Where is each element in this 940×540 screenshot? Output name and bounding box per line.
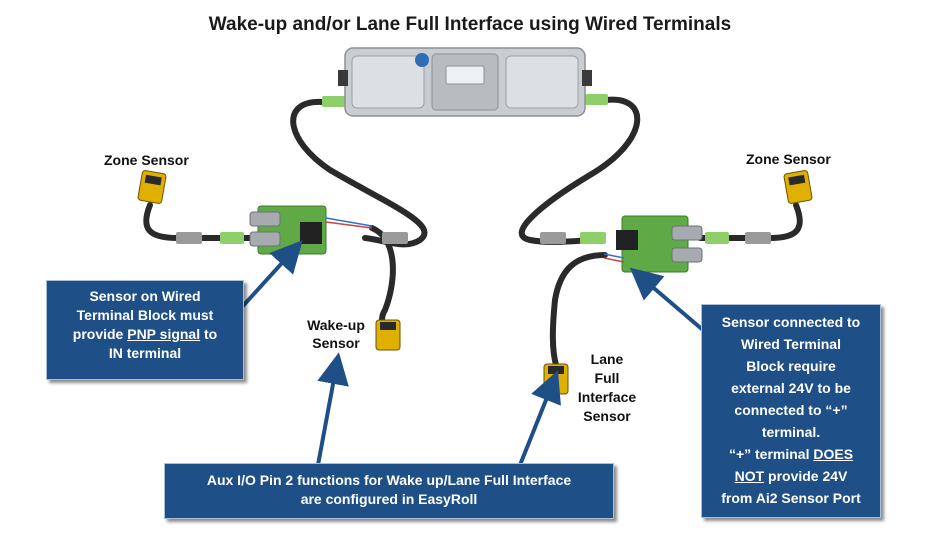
callout-line: Sensor on Wired bbox=[89, 288, 201, 304]
callout-line: Block require bbox=[746, 358, 836, 374]
callout-underlined-text: DOES bbox=[813, 446, 854, 462]
controller-port-right bbox=[582, 70, 592, 86]
connector-sleeve bbox=[580, 232, 606, 244]
controller-port-left bbox=[338, 70, 348, 86]
page-title: Wake-up and/or Lane Full Interface using… bbox=[208, 14, 732, 35]
right-terminal-block bbox=[603, 215, 703, 273]
sensor-lens bbox=[380, 322, 396, 330]
lane-full-sensor-label-line: Interface bbox=[577, 389, 637, 405]
terminal-connector bbox=[249, 211, 281, 227]
sensor-body bbox=[137, 170, 167, 204]
controller-display bbox=[445, 65, 485, 85]
controller-left-module bbox=[351, 55, 425, 109]
callout-underlined-text: PNP signal bbox=[127, 326, 201, 342]
lane-full-sensor-device bbox=[543, 363, 569, 395]
callout-line: IN terminal bbox=[108, 345, 182, 361]
callout-text: provide bbox=[72, 326, 128, 342]
callout-text: to bbox=[200, 326, 218, 342]
right-main-cable bbox=[518, 96, 641, 245]
callout-line: Terminal Block must bbox=[76, 307, 214, 323]
connector-sleeve bbox=[705, 232, 729, 244]
lane-full-sensor-label: Lane Full Interface Sensor bbox=[566, 350, 648, 426]
connector-sleeve bbox=[322, 96, 348, 107]
connector-sleeve bbox=[582, 94, 608, 105]
arrow-to-lane-full-sensor bbox=[518, 370, 561, 466]
left-main-cable bbox=[290, 98, 428, 248]
sensor-lens bbox=[788, 174, 806, 186]
controller bbox=[338, 47, 592, 117]
callout-line: external 24V to be bbox=[731, 380, 851, 396]
zone-sensor-left-label: Zone Sensor bbox=[104, 152, 189, 168]
lane-full-sensor-label-line: Sensor bbox=[583, 408, 631, 424]
connector-sleeves bbox=[176, 94, 771, 244]
wakeup-sensor-label-line: Wake-up bbox=[307, 317, 365, 333]
sensor-lens bbox=[548, 366, 564, 374]
callout-underlined-text: NOT bbox=[734, 468, 765, 484]
bottom-callout: Aux I/O Pin 2 functions for Wake up/Lane… bbox=[164, 463, 614, 519]
signal-wire bbox=[325, 217, 373, 227]
connector-sleeve bbox=[220, 232, 244, 244]
left-terminal-block bbox=[249, 205, 373, 255]
arrow-to-right-terminal bbox=[629, 267, 712, 338]
wakeup-sensor-label-line: Sensor bbox=[312, 335, 360, 351]
connector-sleeve bbox=[176, 232, 202, 244]
zone-sensor-right-device bbox=[783, 170, 813, 204]
terminal-screw-block bbox=[300, 222, 322, 244]
wakeup-sensor-device bbox=[375, 319, 401, 351]
callout-line: Sensor connected to bbox=[721, 314, 861, 330]
lane-full-sensor-label-line: Lane bbox=[590, 351, 624, 367]
connector-sleeve bbox=[540, 232, 566, 244]
callout-line: “+” terminal DOES bbox=[702, 443, 880, 465]
lane-full-cable bbox=[549, 252, 608, 368]
left-callout: Sensor on Wired Terminal Block must prov… bbox=[46, 280, 244, 380]
signal-wire bbox=[325, 221, 373, 229]
terminal-connector bbox=[671, 225, 703, 241]
callout-line: NOT provide 24V bbox=[702, 465, 880, 487]
sensor-body bbox=[783, 170, 813, 204]
callout-line: Wired Terminal bbox=[741, 336, 841, 352]
callout-line: terminal. bbox=[761, 424, 821, 440]
zone-sensor-left-device bbox=[137, 170, 167, 204]
sensor-lens bbox=[144, 174, 162, 186]
callout-line: connected to “+” bbox=[734, 402, 848, 418]
callout-text: “+” terminal bbox=[728, 446, 814, 462]
callout-line: Aux I/O Pin 2 functions for Wake up/Lane… bbox=[206, 472, 572, 488]
callout-text: provide 24V bbox=[764, 468, 848, 484]
terminal-connector bbox=[671, 247, 703, 263]
controller-logo bbox=[415, 53, 429, 67]
zone-sensor-right-label: Zone Sensor bbox=[746, 151, 831, 167]
callout-line: provide PNP signal to bbox=[47, 325, 243, 344]
terminal-screw-block bbox=[616, 230, 638, 250]
wakeup-sensor-label: Wake-up Sensor bbox=[300, 316, 372, 352]
callout-line: are configured in EasyRoll bbox=[300, 491, 478, 507]
signal-wire bbox=[603, 253, 625, 259]
signal-wire bbox=[603, 257, 625, 263]
connector-sleeve bbox=[382, 232, 408, 244]
controller-right-module bbox=[505, 55, 579, 109]
callout-line: from Ai2 Sensor Port bbox=[721, 490, 861, 506]
terminal-connector bbox=[249, 231, 281, 247]
arrow-to-wakeup-sensor bbox=[316, 352, 349, 466]
right-callout: Sensor connected to Wired Terminal Block… bbox=[701, 304, 881, 518]
connector-sleeve bbox=[745, 232, 771, 244]
lane-full-sensor-label-line: Full bbox=[594, 370, 620, 386]
